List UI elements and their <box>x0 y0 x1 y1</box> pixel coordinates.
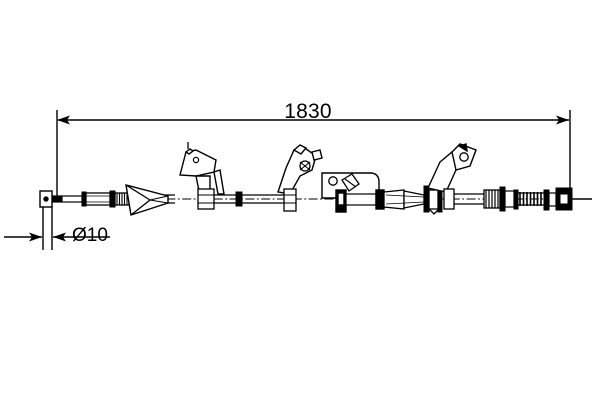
mid-taper <box>383 189 425 210</box>
right-end-terminal <box>555 187 592 211</box>
diameter-dimension: Ø10 <box>4 206 110 250</box>
coil-spring <box>518 189 557 211</box>
left-end-terminal <box>39 190 63 208</box>
bracket-two <box>277 144 323 212</box>
cable-sheath-mid-a <box>214 191 290 207</box>
left-rod <box>61 195 83 203</box>
housing-box <box>321 172 385 213</box>
bracket-one <box>179 142 225 210</box>
cable-sheath-right <box>454 193 484 205</box>
diameter-label: Ø10 <box>72 225 108 246</box>
bracket-three <box>427 143 477 210</box>
overall-length-label: 1830 <box>284 100 332 123</box>
overall-length-dimension: 1830 <box>56 100 571 202</box>
clip-collar <box>423 185 443 215</box>
right-knurled-collar <box>483 186 519 212</box>
cone-guide <box>125 184 169 216</box>
left-ferrule-group <box>81 190 130 208</box>
cable-assembly <box>39 142 592 216</box>
